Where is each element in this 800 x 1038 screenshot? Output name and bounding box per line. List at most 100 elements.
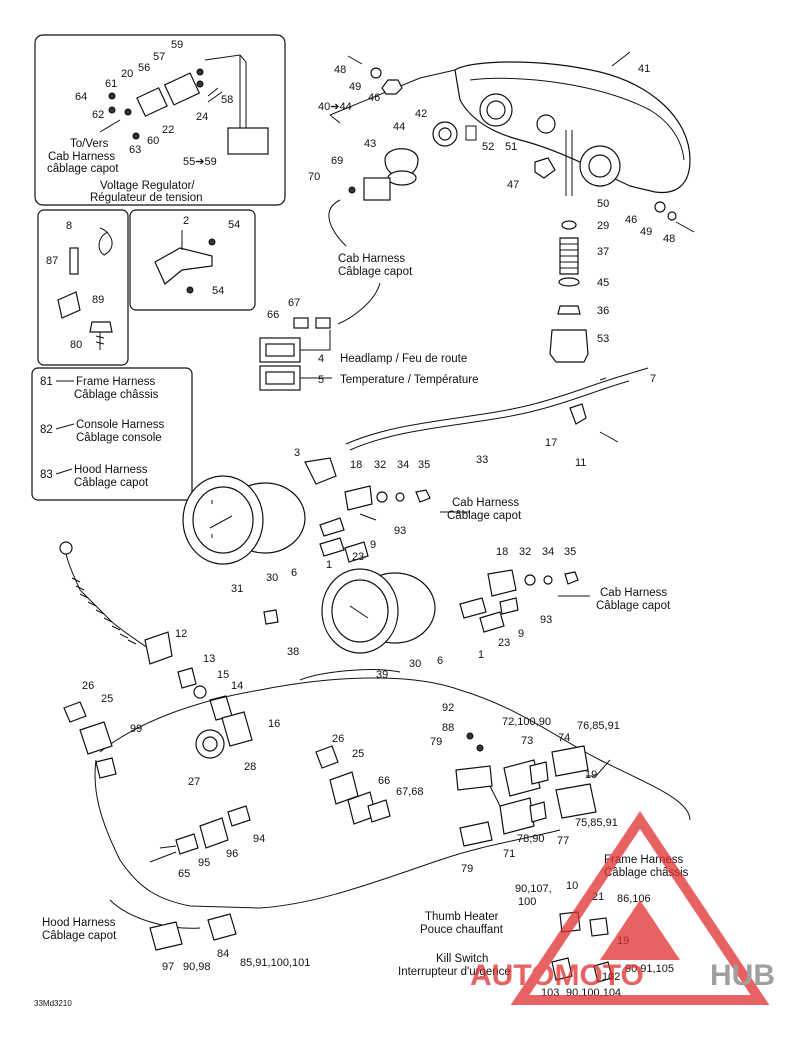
callout-6b: 6 bbox=[437, 655, 443, 667]
callout-50: 50 bbox=[597, 198, 609, 210]
callout-95: 95 bbox=[198, 857, 210, 869]
callout-90-98: 90,98 bbox=[183, 961, 211, 973]
callout-96: 96 bbox=[226, 848, 238, 860]
kill-switch-fr: Interrupteur d'urgence bbox=[398, 966, 511, 978]
label-56: 56 bbox=[138, 62, 150, 74]
label-22: 22 bbox=[162, 124, 174, 136]
callout-10: 10 bbox=[566, 880, 578, 892]
callout-13: 13 bbox=[203, 653, 215, 665]
callout-93b: 93 bbox=[540, 614, 552, 626]
cab2-fr: Câblage capot bbox=[447, 510, 522, 522]
leader-40-44 bbox=[329, 77, 421, 124]
callout-28: 28 bbox=[244, 761, 256, 773]
label-20: 20 bbox=[121, 68, 133, 80]
callout-69: 69 bbox=[331, 155, 343, 167]
callout-79b: 79 bbox=[461, 863, 473, 875]
callout-17: 17 bbox=[545, 437, 557, 449]
label-54b: 54 bbox=[212, 285, 224, 297]
callout-90-91-105: 90,91,105 bbox=[625, 963, 674, 975]
callout-26a: 26 bbox=[82, 680, 94, 692]
callout-27: 27 bbox=[188, 776, 200, 788]
callout-45: 45 bbox=[597, 277, 609, 289]
label-54a: 54 bbox=[228, 219, 240, 231]
callout-35b: 35 bbox=[564, 546, 576, 558]
callout-92: 92 bbox=[442, 702, 454, 714]
watermark-text-red: AUTOMOTO bbox=[470, 959, 644, 992]
switch-parts bbox=[259, 317, 332, 391]
label-55-59: 55➔59 bbox=[183, 156, 217, 168]
callout-36: 36 bbox=[597, 305, 609, 317]
callout-9b: 9 bbox=[518, 628, 524, 640]
washer-49a bbox=[370, 67, 382, 79]
cable-33 bbox=[345, 374, 626, 445]
callout-33: 33 bbox=[476, 454, 488, 466]
callout-84: 84 bbox=[217, 948, 229, 960]
callout-53: 53 bbox=[597, 333, 609, 345]
callout-70: 70 bbox=[308, 171, 320, 183]
callout-44: 44 bbox=[393, 121, 405, 133]
label-8: 8 bbox=[66, 220, 72, 232]
callout-41: 41 bbox=[638, 63, 650, 75]
cab1-fr: Câblage capot bbox=[338, 266, 413, 278]
callout-94: 94 bbox=[253, 833, 265, 845]
bracket-box bbox=[129, 209, 256, 311]
callout-23a: 23 bbox=[352, 551, 364, 563]
callout-9a: 9 bbox=[370, 539, 376, 551]
label-62: 62 bbox=[92, 109, 104, 121]
callout-35a: 35 bbox=[418, 459, 430, 471]
legend-82-en: Console Harness bbox=[76, 419, 164, 431]
gauge-39 bbox=[321, 568, 579, 654]
callout-1a: 1 bbox=[326, 559, 332, 571]
bracket-drawing bbox=[154, 230, 216, 294]
callout-90-107: 90,107, bbox=[515, 883, 552, 895]
small-parts-box bbox=[37, 209, 129, 366]
legend-82-fr: Câblage console bbox=[76, 432, 162, 444]
callout-25a: 25 bbox=[101, 693, 113, 705]
vr-cab-line1: To/Vers bbox=[70, 138, 109, 150]
screw-11 bbox=[599, 431, 619, 443]
cab2-en: Cab Harness bbox=[452, 497, 519, 509]
callout-93a: 93 bbox=[394, 525, 406, 537]
callout-30b: 30 bbox=[409, 658, 421, 670]
callout-74: 74 bbox=[558, 732, 570, 744]
callout-5: 5 bbox=[318, 374, 324, 386]
legend-81-fr: Câblage châssis bbox=[74, 389, 159, 401]
voltage-regulator-box bbox=[34, 34, 286, 206]
callout-78-90: 78,90 bbox=[517, 833, 545, 845]
callout-51: 51 bbox=[505, 141, 517, 153]
label-58: 58 bbox=[221, 94, 233, 106]
legend-83-en: Hood Harness bbox=[74, 464, 148, 476]
tether-cord bbox=[59, 541, 279, 747]
callout-100: 100 bbox=[518, 896, 536, 908]
callout-42: 42 bbox=[415, 108, 427, 120]
vr-cab-line3: câblage capot bbox=[47, 163, 119, 175]
callout-11: 11 bbox=[575, 457, 586, 469]
callout-23b: 23 bbox=[498, 637, 510, 649]
callout-48a: 48 bbox=[334, 64, 346, 76]
callout-99: 99 bbox=[130, 723, 142, 735]
thumb-heater-en: Thumb Heater bbox=[425, 911, 499, 923]
callout-18a: 18 bbox=[350, 459, 362, 471]
callout-71: 71 bbox=[503, 848, 515, 860]
hood-harness-en: Hood Harness bbox=[42, 917, 116, 929]
hood-harness-fr: Câblage capot bbox=[42, 930, 117, 942]
legend-81-num: 81 bbox=[40, 376, 53, 388]
callout-48b: 48 bbox=[663, 233, 675, 245]
rod-stack bbox=[549, 130, 695, 363]
callout-46a: 46 bbox=[368, 92, 380, 104]
legend-82-num: 82 bbox=[40, 424, 53, 436]
callout-39: 39 bbox=[376, 669, 388, 681]
thumb-heater-fr: Pouce chauffant bbox=[420, 924, 504, 936]
callout-66: 66 bbox=[267, 309, 279, 321]
watermark-logo: AUTOMOTO HUB bbox=[470, 810, 775, 1005]
label-64: 64 bbox=[75, 91, 87, 103]
callout-67: 67 bbox=[288, 297, 300, 309]
cab1-en: Cab Harness bbox=[338, 253, 405, 265]
callout-19a: 19 bbox=[585, 769, 597, 781]
watermark-text-gray: HUB bbox=[710, 959, 775, 992]
callout-34a: 34 bbox=[397, 459, 409, 471]
console-parts bbox=[63, 701, 391, 863]
callout-29: 29 bbox=[597, 220, 609, 232]
callout-76-85-91: 76,85,91 bbox=[577, 720, 620, 732]
